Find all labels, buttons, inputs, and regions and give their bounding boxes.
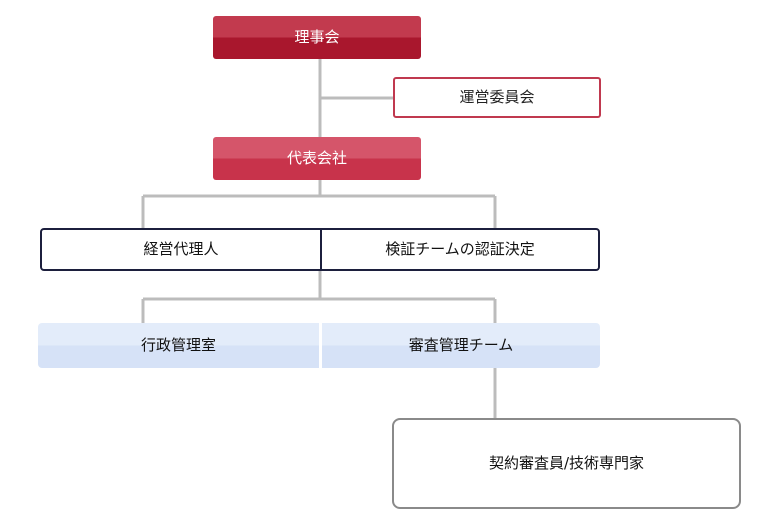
contract-reviewers-label: 契約審査員/技術専門家 bbox=[488, 454, 645, 472]
steering-committee-label: 運営委員会 bbox=[459, 88, 535, 106]
board-label: 理事会 bbox=[294, 28, 340, 46]
representative-company-box: 代表会社 bbox=[213, 137, 421, 180]
representative-company-label: 代表会社 bbox=[286, 149, 347, 167]
managing-agent-label: 経営代理人 bbox=[143, 240, 219, 258]
managing-agent-box: 経営代理人 bbox=[40, 228, 322, 271]
steering-committee-box: 運営委員会 bbox=[393, 77, 601, 118]
contract-reviewers-box: 契約審査員/技術専門家 bbox=[392, 418, 741, 509]
review-team-box: 審査管理チーム bbox=[322, 323, 600, 368]
review-team-label: 審査管理チーム bbox=[408, 336, 514, 354]
administration-office-box: 行政管理室 bbox=[38, 323, 319, 368]
administration-office-label: 行政管理室 bbox=[140, 336, 216, 354]
verification-decision-box: 検証チームの認証決定 bbox=[320, 228, 600, 271]
board-box: 理事会 bbox=[213, 16, 421, 59]
verification-decision-label: 検証チームの認証決定 bbox=[385, 240, 535, 258]
